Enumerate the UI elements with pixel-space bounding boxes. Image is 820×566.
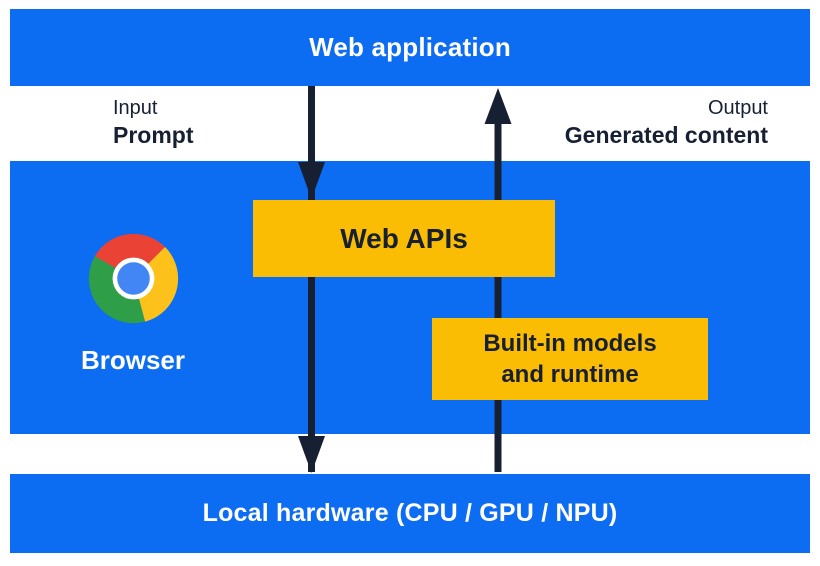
output-value: Generated content [564, 122, 768, 148]
local-hardware-label: Local hardware (CPU / GPU / NPU) [202, 499, 618, 527]
web-application-band: Web application [10, 9, 810, 86]
web-application-label: Web application [309, 32, 511, 62]
built-in-models-label: Built-in models and runtime [483, 328, 656, 390]
built-in-models-box: Built-in models and runtime [432, 318, 708, 400]
input-flow-label: Input Prompt [113, 95, 194, 151]
web-apis-label: Web APIs [340, 222, 468, 254]
built-in-models-line1: Built-in models [483, 329, 657, 357]
browser-label: Browser [80, 345, 186, 375]
browser-block: Browser [58, 232, 208, 376]
local-hardware-band: Local hardware (CPU / GPU / NPU) [10, 474, 810, 553]
input-value: Prompt [113, 122, 194, 148]
built-in-models-line2: and runtime [501, 361, 639, 388]
output-caption: Output [707, 97, 768, 119]
chrome-logo-icon [88, 233, 178, 324]
web-apis-box: Web APIs [253, 200, 555, 277]
input-caption: Input [113, 97, 158, 119]
output-flow-label: Output Generated content [565, 95, 768, 151]
